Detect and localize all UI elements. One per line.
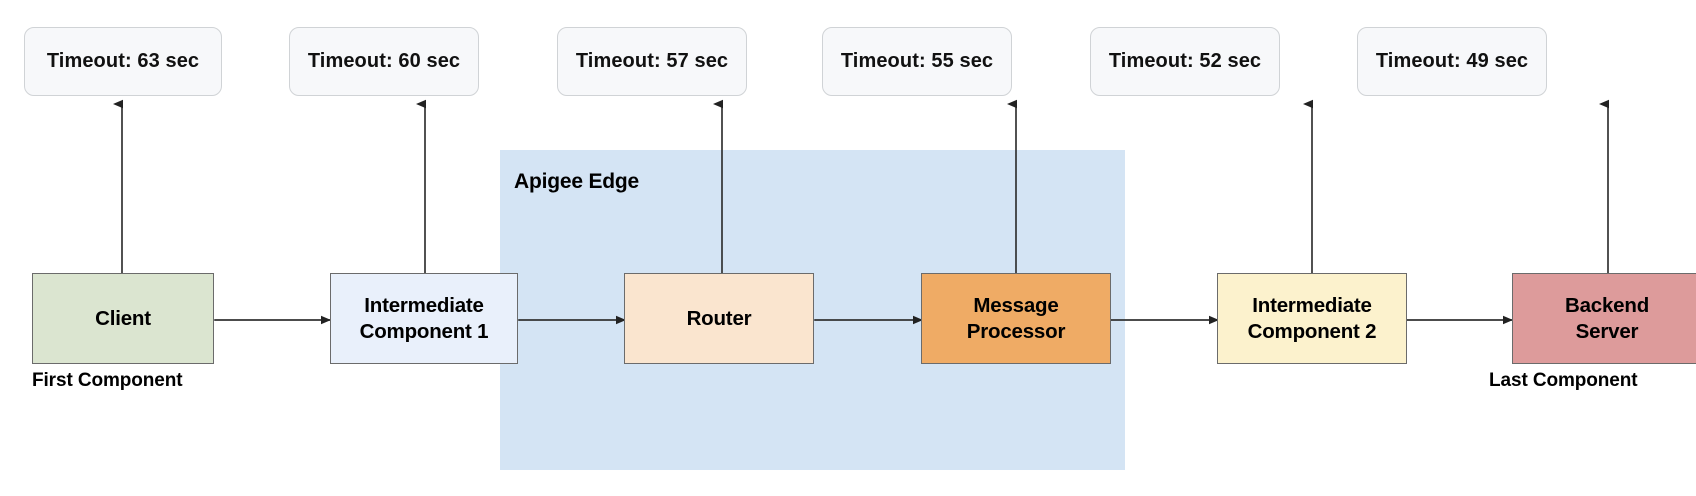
timeout-box-ic2: Timeout: 52 sec	[1090, 27, 1280, 96]
timeout-box-router: Timeout: 57 sec	[557, 27, 747, 96]
caption-last-component: Last Component	[1489, 370, 1638, 391]
timeout-label-mp: Timeout: 55 sec	[840, 50, 994, 72]
timeout-label-backend: Timeout: 49 sec	[1375, 50, 1529, 72]
apigee-edge-label: Apigee Edge	[514, 170, 639, 193]
caption-first-component: First Component	[32, 370, 183, 391]
node-router[interactable]: Router	[624, 273, 814, 364]
timeout-box-client: Timeout: 63 sec	[24, 27, 222, 96]
timeout-box-ic1: Timeout: 60 sec	[289, 27, 479, 96]
timeout-label-ic2: Timeout: 52 sec	[1108, 50, 1262, 72]
node-label-client: Client	[95, 306, 151, 330]
node-label-router: Router	[686, 306, 752, 330]
timeout-label-router: Timeout: 57 sec	[575, 50, 729, 72]
timeout-label-ic1: Timeout: 60 sec	[307, 50, 461, 72]
timeout-box-mp: Timeout: 55 sec	[822, 27, 1012, 96]
timeout-label-client: Timeout: 63 sec	[46, 50, 200, 72]
node-client[interactable]: Client	[32, 273, 214, 364]
timeout-box-backend: Timeout: 49 sec	[1357, 27, 1547, 96]
